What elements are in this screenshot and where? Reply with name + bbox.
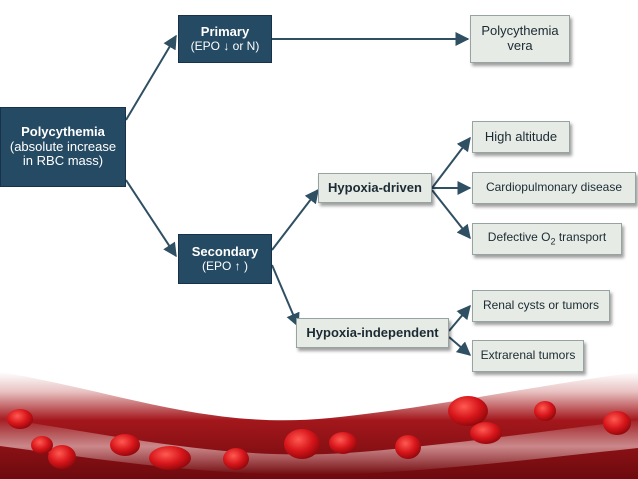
arrow-secondary-to-hypoxia-driven bbox=[271, 188, 319, 251]
arrow-root-to-primary bbox=[125, 34, 177, 121]
secondary-title: Secondary bbox=[191, 243, 259, 259]
secondary-box: Secondary (EPO ↑ ) bbox=[178, 234, 272, 284]
o2-label-prefix: Defective O bbox=[487, 230, 551, 245]
renal-cysts-box: Renal cysts or tumors bbox=[472, 290, 610, 322]
hypoxia-independent-box: Hypoxia-independent bbox=[296, 318, 449, 348]
primary-title: Primary bbox=[200, 23, 250, 39]
polycythemia-title: Polycythemia bbox=[21, 123, 105, 139]
high-altitude-box: High altitude bbox=[472, 121, 570, 153]
hypoxia-driven-label: Hypoxia-driven bbox=[328, 179, 422, 195]
hypoxia-driven-box: Hypoxia-driven bbox=[318, 173, 432, 203]
primary-box: Primary (EPO ↓ or N) bbox=[178, 15, 272, 63]
hypoxia-independent-label: Hypoxia-independent bbox=[306, 324, 439, 340]
cardiopulmonary-disease-label: Cardiopulmonary disease bbox=[485, 180, 623, 195]
polycythemia-subtitle: (absolute increase in RBC mass) bbox=[9, 138, 117, 169]
defective-o2-transport-label: Defective O2 transport bbox=[487, 230, 607, 247]
polycythemia-vera-box: Polycythemia vera bbox=[470, 15, 570, 63]
extrarenal-tumors-label: Extrarenal tumors bbox=[480, 348, 576, 363]
arrow-driven-to-o2 bbox=[431, 189, 471, 240]
renal-cysts-label: Renal cysts or tumors bbox=[482, 298, 600, 313]
polycythemia-box: Polycythemia (absolute increase in RBC m… bbox=[0, 107, 126, 187]
defective-o2-transport-box: Defective O2 transport bbox=[472, 223, 622, 255]
o2-label-suffix: transport bbox=[555, 230, 607, 245]
arrow-driven-to-altitude bbox=[431, 136, 471, 189]
high-altitude-label: High altitude bbox=[484, 128, 558, 144]
arrow-secondary-to-hypoxia-independent bbox=[271, 264, 300, 328]
secondary-subtitle: (EPO ↑ ) bbox=[201, 258, 248, 273]
polycythemia-vera-label: Polycythemia vera bbox=[481, 23, 559, 53]
arrow-root-to-secondary bbox=[125, 179, 177, 258]
primary-subtitle: (EPO ↓ or N) bbox=[190, 38, 260, 53]
cardiopulmonary-disease-box: Cardiopulmonary disease bbox=[472, 172, 636, 204]
arrow-independent-to-renal bbox=[448, 304, 471, 332]
o2-label-subscript: 2 bbox=[550, 236, 556, 247]
arrow-independent-to-extrarenal bbox=[448, 336, 472, 356]
red-blood-cells bbox=[7, 396, 631, 470]
extrarenal-tumors-box: Extrarenal tumors bbox=[472, 340, 584, 372]
